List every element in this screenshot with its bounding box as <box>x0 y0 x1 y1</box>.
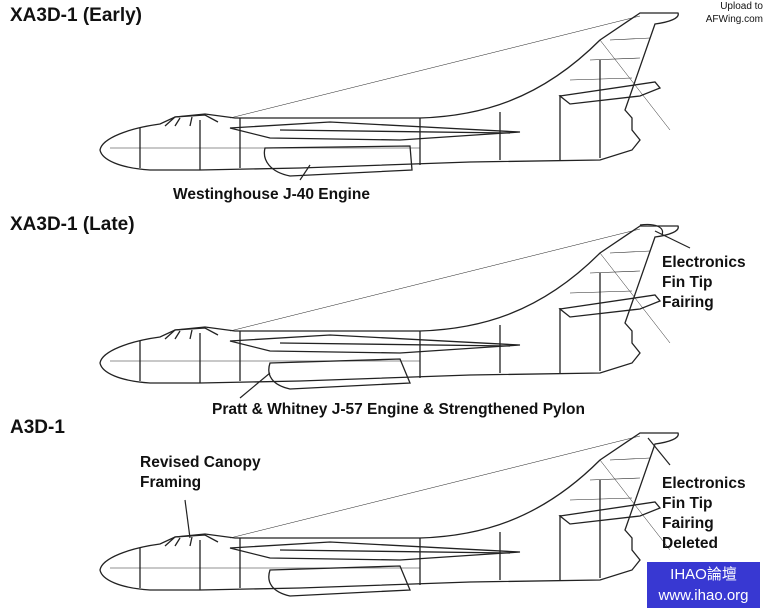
callout-text: Fin Tip <box>662 495 713 512</box>
callout-text: Pratt & Whitney J-57 Engine & Strengthen… <box>212 401 585 418</box>
callout-text: Deleted <box>662 535 718 552</box>
callout-line <box>299 164 311 181</box>
title-a3d1: A3D-1 <box>10 417 65 438</box>
watermark-line2: www.ihao.org <box>658 587 749 604</box>
callout-text: Revised Canopy <box>140 454 261 471</box>
callout-j57-engine: Pratt & Whitney J-57 Engine & Strengthen… <box>212 400 585 420</box>
callout-text: Fairing <box>662 294 714 311</box>
upload-line1: Upload to <box>720 1 763 12</box>
callout-j40-engine: Westinghouse J-40 Engine <box>173 185 370 205</box>
aircraft-xa3d1-late <box>99 223 691 399</box>
callout-text: Westinghouse J-40 Engine <box>173 186 370 203</box>
callout-fin-tip-fairing: Electronics Fin Tip Fairing <box>662 253 746 313</box>
callout-text: Electronics <box>662 475 746 492</box>
callout-revised-canopy: Revised Canopy Framing <box>140 453 261 493</box>
title-xa3d1-late: XA3D-1 (Late) <box>10 214 135 235</box>
upload-watermark: Upload to AFWing.com <box>706 0 763 26</box>
callout-text: Electronics <box>662 254 746 271</box>
title-xa3d1-early: XA3D-1 (Early) <box>10 5 142 26</box>
ihao-watermark: IHAO論壇 www.ihao.org <box>647 562 760 608</box>
aircraft-a3d1 <box>99 432 679 597</box>
upload-line2: AFWing.com <box>705 14 763 25</box>
j57-engine-pod <box>268 358 411 390</box>
callout-text: Framing <box>140 474 202 491</box>
j40-engine-pod <box>263 145 413 177</box>
aircraft-xa3d1-early <box>99 12 679 181</box>
watermark-line1: IHAO論壇 <box>670 566 737 583</box>
callout-fin-tip-deleted: Electronics Fin Tip Fairing Deleted <box>662 474 746 554</box>
callout-text: Fairing <box>662 515 714 532</box>
callout-text: Fin Tip <box>662 274 713 291</box>
